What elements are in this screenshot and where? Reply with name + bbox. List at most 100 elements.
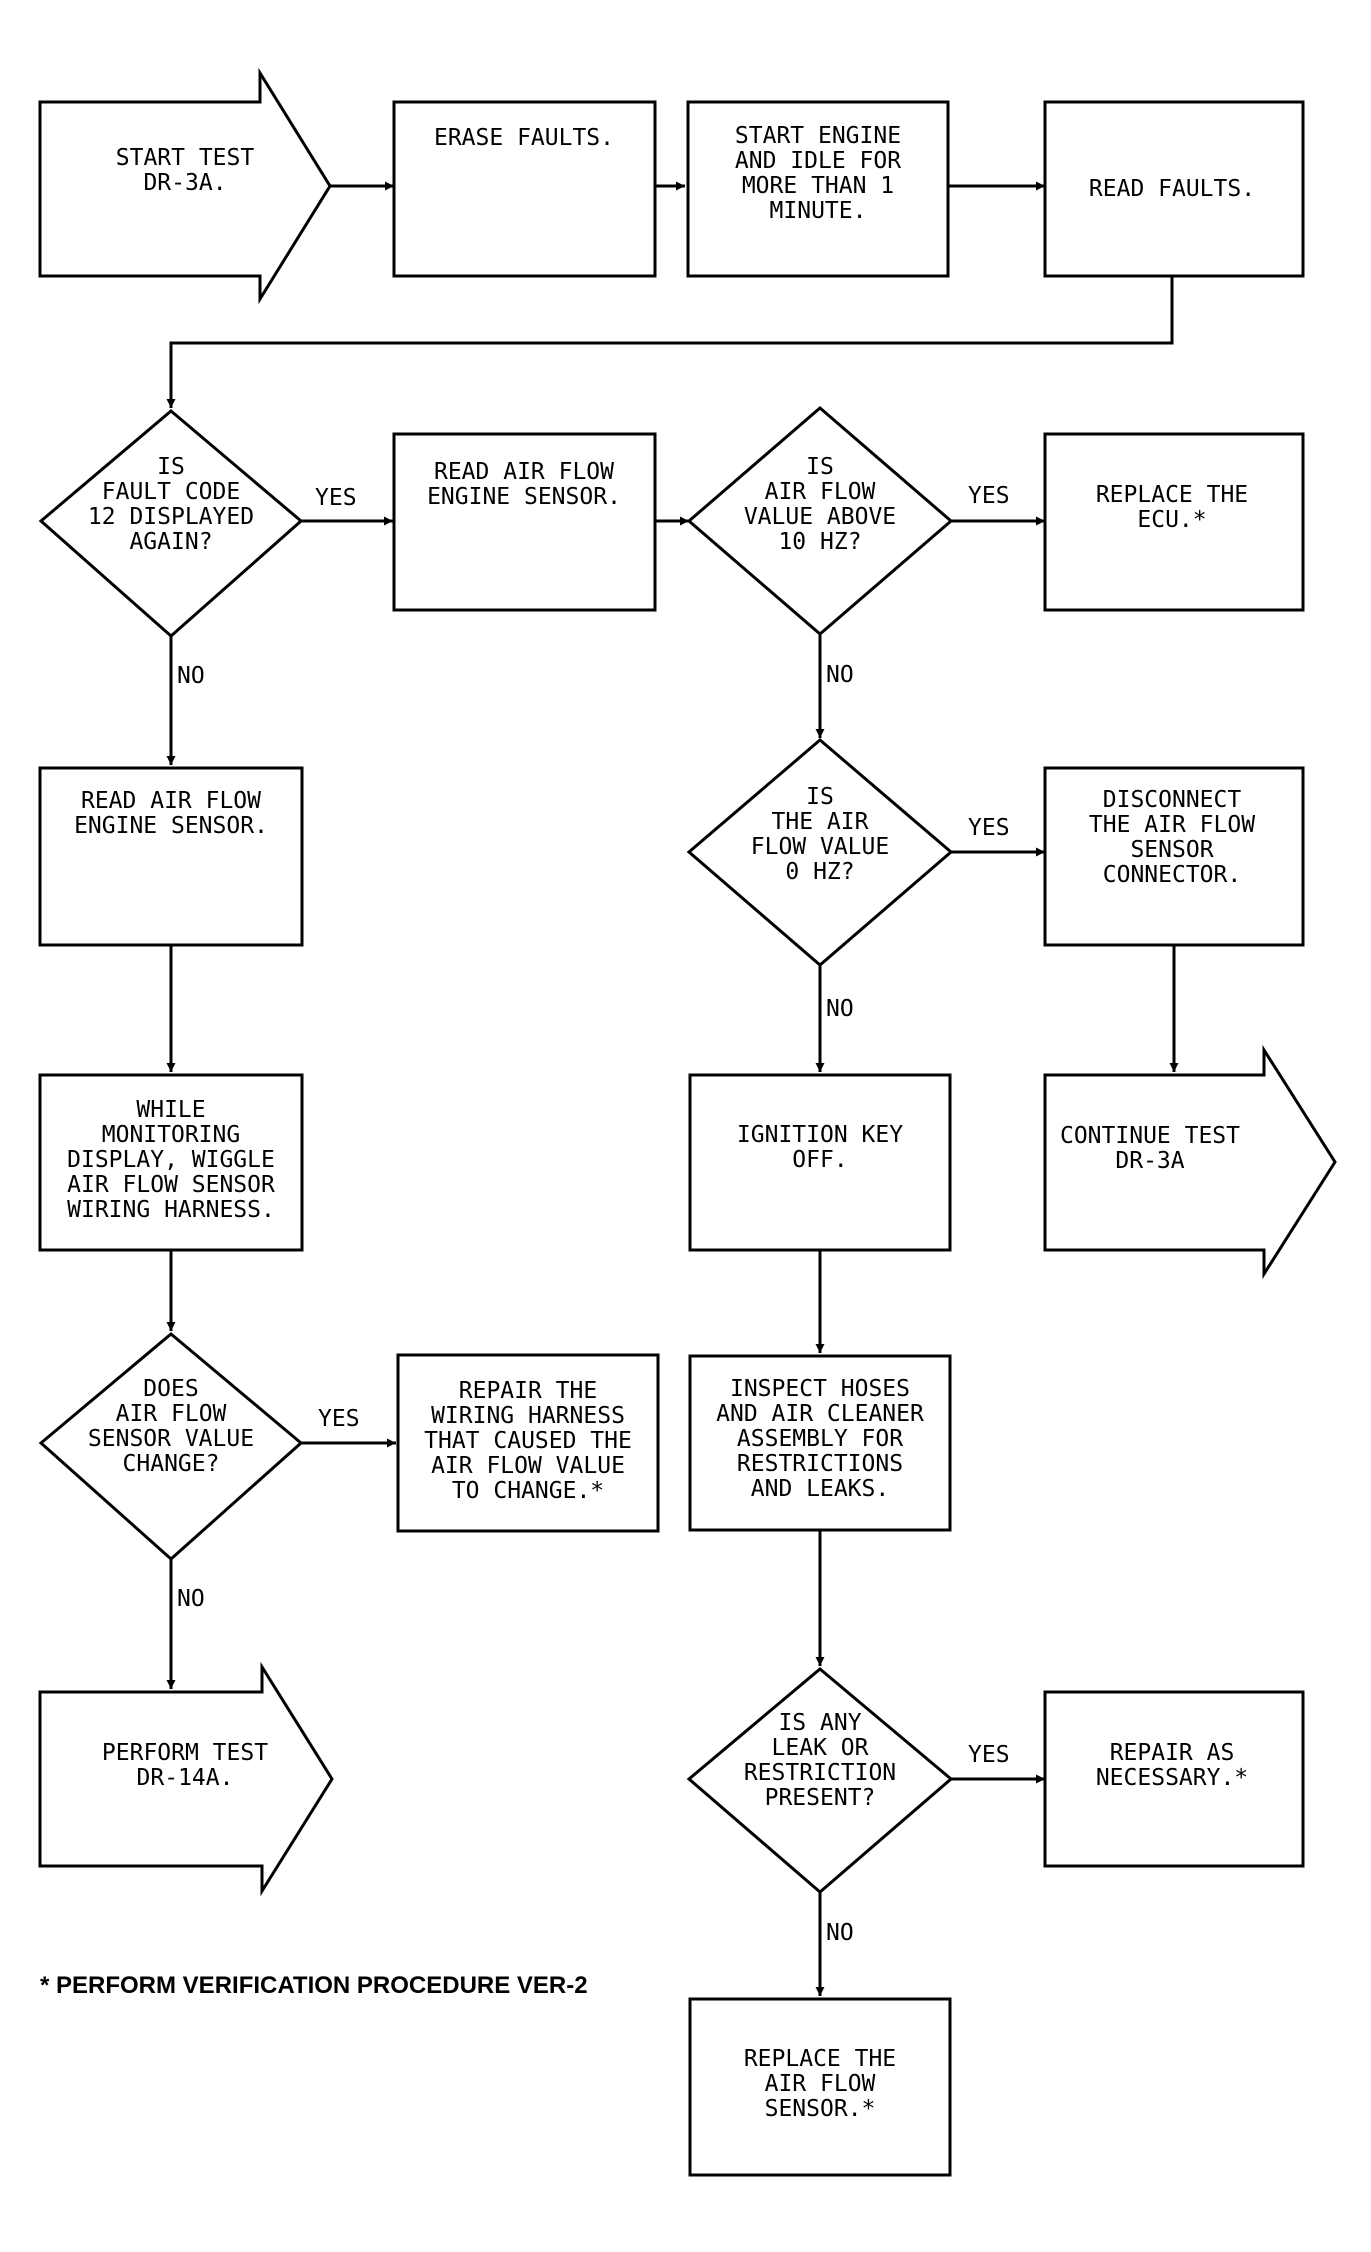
fault12-no-label: NO bbox=[177, 663, 205, 689]
edge-readfaults-fault12 bbox=[166, 276, 1174, 408]
perform-arrow bbox=[38, 1661, 334, 1897]
label-line: AGAIN? bbox=[129, 529, 212, 555]
label-line: DR-3A. bbox=[143, 170, 226, 196]
repair-harness-box bbox=[396, 1353, 660, 1533]
label-line: IS bbox=[806, 784, 834, 810]
label-line: IS ANY bbox=[778, 1710, 861, 1736]
label-read-faults: READ FAULTS. bbox=[1089, 176, 1255, 202]
wiggle-box bbox=[38, 1073, 304, 1252]
edge-labels: YES NO YES NO YES NO YES NO YES NO bbox=[177, 483, 1010, 1946]
label-line: DISCONNECT bbox=[1103, 787, 1242, 813]
change-decision bbox=[38, 1332, 304, 1562]
label-line: 12 DISPLAYED bbox=[88, 504, 254, 530]
replace-sensor-box bbox=[688, 1997, 952, 2177]
label-line: DR-14A. bbox=[137, 1765, 234, 1791]
above10-yes-label: YES bbox=[968, 483, 1010, 509]
label-line: SENSOR VALUE bbox=[88, 1426, 254, 1452]
label-line: READ AIR FLOW bbox=[434, 459, 614, 485]
label-erase: ERASE FAULTS. bbox=[434, 125, 614, 151]
label-line: INSPECT HOSES bbox=[730, 1376, 910, 1402]
leak-yes-label: YES bbox=[968, 1742, 1010, 1768]
leak-no-label: NO bbox=[826, 1920, 854, 1946]
above10-no-label: NO bbox=[826, 662, 854, 688]
label-line: AIR FLOW bbox=[765, 2071, 876, 2097]
inspect-box bbox=[688, 1354, 952, 1532]
label-line: START ENGINE bbox=[735, 123, 901, 149]
footnote: * PERFORM VERIFICATION PROCEDURE VER-2 bbox=[40, 1972, 588, 1999]
ignition-off-box bbox=[688, 1073, 952, 1252]
label-line: AIR FLOW VALUE bbox=[431, 1453, 625, 1479]
label-line: WIRING HARNESS. bbox=[67, 1197, 275, 1223]
above10-decision bbox=[686, 406, 954, 636]
label-line: MINUTE. bbox=[770, 198, 867, 224]
read-airflow-box-b bbox=[38, 766, 304, 947]
erase-box bbox=[392, 100, 657, 278]
label-line: PERFORM TEST bbox=[102, 1740, 268, 1766]
label-line: ERASE FAULTS. bbox=[434, 125, 614, 151]
label-line: SENSOR.* bbox=[765, 2096, 876, 2122]
label-line: OFF. bbox=[792, 1147, 847, 1173]
label-line: AND IDLE FOR bbox=[735, 148, 901, 174]
label-line: THE AIR FLOW bbox=[1089, 812, 1255, 838]
label-line: DISPLAY, WIGGLE bbox=[67, 1147, 275, 1173]
label-line: IGNITION KEY bbox=[737, 1122, 903, 1148]
label-line: WIRING HARNESS bbox=[431, 1403, 625, 1429]
label-line: ENGINE SENSOR. bbox=[427, 484, 621, 510]
label-line: IS bbox=[806, 454, 834, 480]
disconnect-box bbox=[1043, 766, 1305, 947]
continue-arrow bbox=[1043, 1044, 1337, 1280]
label-line: REPAIR AS bbox=[1110, 1740, 1235, 1766]
label-line: AND LEAKS. bbox=[751, 1476, 889, 1502]
zero-decision bbox=[686, 738, 954, 967]
label-line: DR-3A bbox=[1115, 1148, 1184, 1174]
label-line: FAULT CODE bbox=[102, 479, 240, 505]
label-line: THE AIR bbox=[772, 809, 869, 835]
label-line: AIR FLOW bbox=[765, 479, 876, 505]
label-line: 10 HZ? bbox=[778, 529, 861, 555]
label-line: VALUE ABOVE bbox=[744, 504, 896, 530]
label-line: REPAIR THE bbox=[459, 1378, 597, 1404]
leak-decision bbox=[686, 1667, 954, 1894]
label-line: 0 HZ? bbox=[785, 859, 854, 885]
label-line: MONITORING bbox=[102, 1122, 240, 1148]
replace-ecu-box bbox=[1043, 432, 1305, 612]
label-line: READ AIR FLOW bbox=[81, 788, 261, 814]
label-line: REPLACE THE bbox=[744, 2046, 896, 2072]
zero-no-label: NO bbox=[826, 996, 854, 1022]
label-line: CHANGE? bbox=[123, 1451, 220, 1477]
change-yes-label: YES bbox=[318, 1406, 360, 1432]
shapes bbox=[38, 67, 1337, 2177]
label-line: REPLACE THE bbox=[1096, 482, 1248, 508]
label-line: AIR FLOW bbox=[116, 1401, 227, 1427]
label-line: PRESENT? bbox=[765, 1785, 876, 1811]
label-line: IS bbox=[157, 454, 185, 480]
read-airflow-box-a bbox=[392, 432, 657, 612]
label-line: AND AIR CLEANER bbox=[716, 1401, 924, 1427]
fault12-decision bbox=[38, 409, 304, 639]
start-arrow bbox=[38, 67, 332, 305]
label-line: NECESSARY.* bbox=[1096, 1765, 1248, 1791]
repair-necessary-box bbox=[1043, 1690, 1305, 1868]
zero-yes-label: YES bbox=[968, 815, 1010, 841]
label-line: LEAK OR bbox=[772, 1735, 869, 1761]
label-line: RESTRICTION bbox=[744, 1760, 896, 1786]
label-line: START TEST bbox=[116, 145, 255, 171]
